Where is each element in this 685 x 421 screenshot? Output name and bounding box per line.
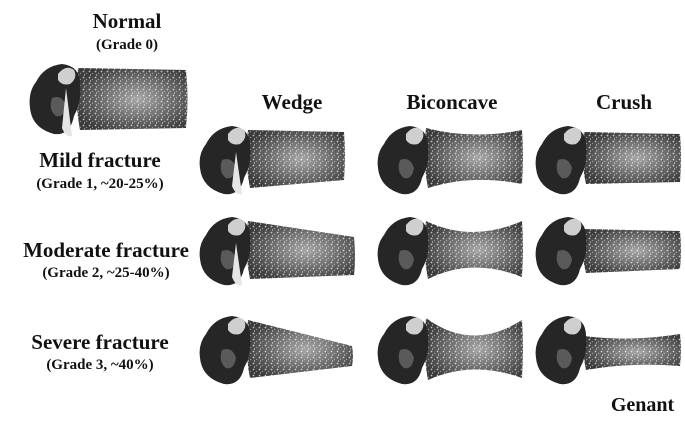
vertebra-severe-crush	[534, 308, 684, 388]
vertebra-severe-biconcave	[376, 308, 526, 388]
row-label-mild-title: Mild fracture	[0, 148, 200, 173]
vertebra-mild-crush	[534, 122, 684, 197]
row-label-moderate-title: Moderate fracture	[0, 238, 212, 263]
vertebra-severe-wedge	[198, 308, 358, 388]
row-label-mild-detail: (Grade 1, ~20-25%)	[0, 176, 200, 193]
normal-title: Normal	[72, 9, 182, 34]
vertebra-mild-biconcave	[376, 122, 526, 197]
vertebra-moderate-wedge	[198, 213, 358, 288]
vertebra-moderate-crush	[534, 213, 684, 288]
vertebra-mild-wedge	[198, 122, 348, 197]
vertebra-moderate-biconcave	[376, 213, 526, 288]
normal-grade: (Grade 0)	[72, 37, 182, 54]
column-header-crush: Crush	[554, 90, 685, 115]
column-header-biconcave: Biconcave	[382, 90, 522, 115]
row-label-severe-detail: (Grade 3, ~40%)	[0, 357, 200, 374]
vertebra-normal	[22, 58, 192, 138]
row-label-severe-title: Severe fracture	[0, 330, 200, 355]
credit-label: Genant	[600, 394, 685, 417]
row-label-moderate-detail: (Grade 2, ~25-40%)	[0, 265, 212, 282]
column-header-wedge: Wedge	[222, 90, 362, 115]
